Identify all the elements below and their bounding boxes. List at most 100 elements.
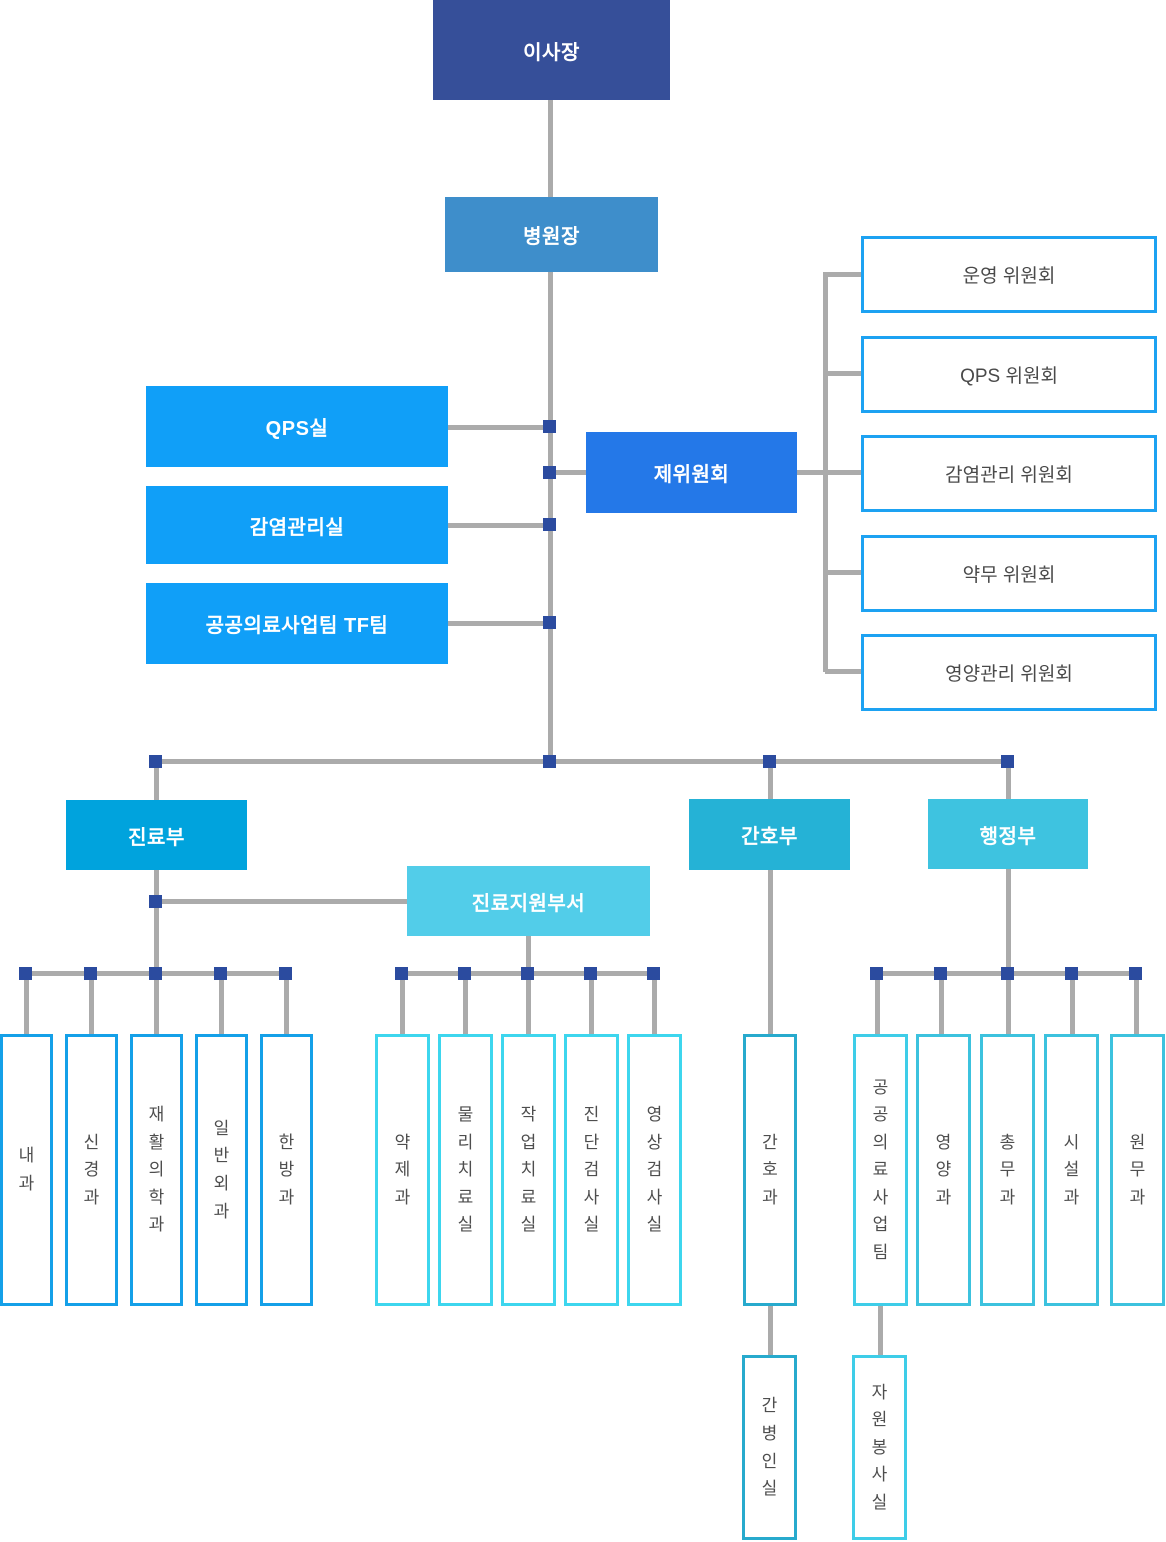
unit-label: 내과	[18, 1146, 35, 1193]
unit-label: 간병인실	[761, 1396, 778, 1499]
connector-line	[1070, 973, 1075, 1034]
unit-box-imaging-lab: 영상검사실	[627, 1034, 682, 1306]
unit-box-public-medical-team: 공공의료사업팀	[853, 1034, 908, 1306]
connector-line	[219, 973, 224, 1034]
connector-node	[1129, 967, 1142, 980]
connector-line	[550, 470, 586, 475]
director-box: 병원장	[445, 197, 658, 272]
committee-box: 운영 위원회	[861, 236, 1157, 313]
unit-box-rehabilitation: 재활의학과	[130, 1034, 183, 1306]
connector-line	[154, 870, 159, 973]
connector-line	[463, 973, 468, 1034]
unit-box-physical-therapy: 물리치료실	[438, 1034, 493, 1306]
connector-line	[154, 764, 159, 800]
unit-label: 일반외과	[213, 1118, 230, 1221]
connector-line	[448, 523, 550, 528]
connector-line	[1006, 869, 1011, 973]
connector-line	[1006, 973, 1011, 1034]
committee-box: 약무 위원회	[861, 535, 1157, 612]
connector-line	[548, 100, 553, 197]
connector-line	[448, 425, 550, 430]
connector-node	[149, 755, 162, 768]
connector-node	[395, 967, 408, 980]
connector-line	[89, 973, 94, 1034]
connector-node	[149, 967, 162, 980]
connector-node	[279, 967, 292, 980]
unit-label: 총무과	[999, 1132, 1016, 1207]
connector-node	[1001, 967, 1014, 980]
unit-box-oriental-medicine: 한방과	[260, 1034, 313, 1306]
unit-box-nursing-section: 간호과	[743, 1034, 797, 1306]
chairman-box: 이사장	[433, 0, 670, 100]
connector-node	[149, 895, 162, 908]
connector-line	[768, 764, 773, 799]
connector-line	[1006, 764, 1011, 799]
dept-medical-box: 진료부	[66, 800, 247, 870]
connector-node	[214, 967, 227, 980]
connector-line	[768, 1305, 773, 1355]
unit-box-pharmacy: 약제과	[375, 1034, 430, 1306]
unit-label: 작업치료실	[520, 1105, 537, 1235]
unit-box-nutrition: 영양과	[916, 1034, 971, 1306]
connector-line	[825, 272, 861, 277]
connector-line	[156, 899, 407, 904]
connector-node	[1001, 755, 1014, 768]
connector-node	[521, 967, 534, 980]
unit-label: 신경과	[83, 1132, 100, 1207]
unit-box-volunteer-room: 자원봉사실	[852, 1355, 907, 1540]
staff-office-infection-box: 감염관리실	[146, 486, 448, 564]
connector-line	[652, 973, 657, 1034]
connector-node	[543, 755, 556, 768]
connector-node	[543, 420, 556, 433]
unit-box-general-affairs: 총무과	[980, 1034, 1035, 1306]
staff-office-qps-box: QPS실	[146, 386, 448, 467]
connector-node	[543, 616, 556, 629]
connector-line	[878, 1305, 883, 1355]
unit-box-internal-medicine: 내과	[0, 1034, 53, 1306]
connector-node	[543, 466, 556, 479]
unit-label: 영상검사실	[646, 1105, 663, 1235]
committee-box: 영양관리 위원회	[861, 634, 1157, 711]
committee-hub-box: 제위원회	[586, 432, 797, 513]
unit-label: 물리치료실	[457, 1105, 474, 1235]
unit-label: 자원봉사실	[871, 1382, 888, 1512]
dept-admin-box: 행정부	[928, 799, 1088, 869]
unit-box-facilities: 시설과	[1044, 1034, 1099, 1306]
connector-node	[543, 518, 556, 531]
staff-office-public-tf-box: 공공의료사업팀 TF팀	[146, 583, 448, 664]
connector-line	[825, 470, 861, 475]
unit-box-neurology: 신경과	[65, 1034, 118, 1306]
connector-line	[768, 870, 773, 1034]
connector-node	[647, 967, 660, 980]
unit-label: 공공의료사업팀	[872, 1077, 889, 1262]
unit-label: 재활의학과	[148, 1105, 165, 1235]
unit-label: 시설과	[1063, 1132, 1080, 1207]
unit-box-admissions: 원무과	[1110, 1034, 1165, 1306]
connector-line	[939, 973, 944, 1034]
unit-label: 간호과	[762, 1132, 778, 1207]
connector-node	[763, 755, 776, 768]
unit-label: 영양과	[935, 1132, 952, 1207]
connector-line	[24, 973, 29, 1034]
connector-line	[825, 371, 861, 376]
connector-node	[934, 967, 947, 980]
connector-node	[19, 967, 32, 980]
connector-line	[875, 973, 880, 1034]
connector-line	[154, 973, 159, 1034]
connector-line	[1134, 973, 1139, 1034]
connector-node	[458, 967, 471, 980]
unit-label: 한방과	[278, 1132, 295, 1207]
dept-nursing-box: 간호부	[689, 799, 850, 870]
unit-box-caregiver-room: 간병인실	[742, 1355, 797, 1540]
connector-line	[797, 470, 825, 475]
connector-node	[584, 967, 597, 980]
connector-node	[1065, 967, 1078, 980]
connector-line	[448, 621, 550, 626]
connector-line	[825, 669, 861, 674]
connector-line	[526, 936, 531, 973]
connector-line	[400, 973, 405, 1034]
dept-support-box: 진료지원부서	[407, 866, 650, 936]
committee-box: QPS 위원회	[861, 336, 1157, 413]
connector-line	[156, 759, 1008, 764]
